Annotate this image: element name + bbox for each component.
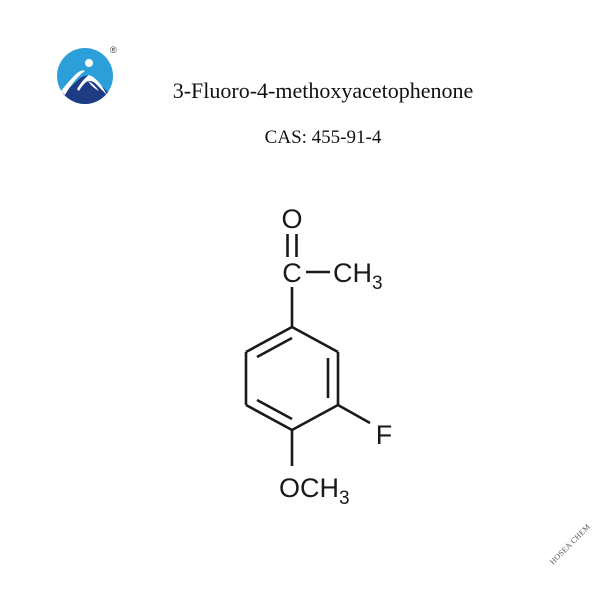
hosea-chem-logo-icon (57, 48, 113, 104)
registered-mark: ® (110, 45, 117, 55)
atom-carbonyl-oxygen: O (281, 204, 302, 234)
bond-c-f (337, 403, 371, 425)
atom-carbonyl-carbon: C (282, 258, 302, 288)
benzene-ring (244, 325, 340, 432)
atom-fluorine: F (376, 420, 393, 450)
company-logo: ® (55, 45, 125, 107)
atom-methyl: CH3 (333, 258, 383, 294)
compound-name: 3-Fluoro-4-methoxyacetophenone (172, 78, 474, 103)
atom-methoxy: OCH3 (279, 473, 350, 509)
cas-number: CAS: 455-91-4 (264, 127, 382, 148)
